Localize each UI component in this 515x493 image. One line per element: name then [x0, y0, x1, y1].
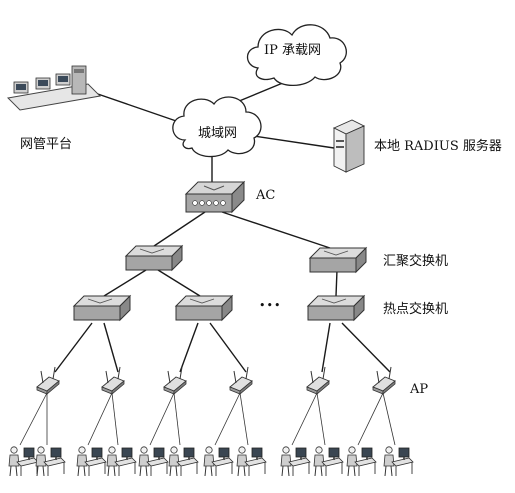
aggregation-switch-label: 汇聚交换机: [383, 254, 449, 269]
link-ac-agg1: [153, 211, 206, 247]
link-nms-metro: [91, 91, 183, 124]
access-point-2: [101, 366, 125, 395]
access-point-3: [163, 366, 187, 395]
hotspot-switch-3: [306, 294, 366, 322]
user-workstation-1: [8, 446, 39, 477]
access-point-1: [36, 366, 60, 395]
ac-label: AC: [256, 188, 276, 203]
user-workstation-5: [138, 446, 169, 477]
user-workstation-9: [280, 446, 311, 477]
users: [8, 446, 414, 477]
user-workstation-11: [346, 446, 377, 477]
radius-server: [332, 119, 366, 173]
aggregation-switch-1: [124, 244, 184, 272]
ip-network-label: IP 承载网: [264, 43, 322, 58]
hotspot-switch-1: [72, 294, 132, 322]
user-workstation-2: [35, 446, 66, 477]
metro-network-cloud: [172, 96, 262, 158]
user-workstation-10: [313, 446, 344, 477]
user-workstation-12: [383, 446, 414, 477]
user-workstation-7: [203, 446, 234, 477]
access-points: [36, 366, 396, 395]
access-point-6: [372, 366, 396, 395]
link-hot2-ap4: [209, 322, 247, 373]
ap-label: AP: [410, 382, 429, 397]
aggregation-switch-2: [308, 246, 368, 274]
user-workstation-8: [236, 446, 267, 477]
link-hot3-ap6: [341, 322, 391, 373]
link-hot2-ap3: [179, 322, 199, 373]
hotspot-switch-2: [174, 294, 234, 322]
link-hot1-ap1: [54, 322, 93, 373]
link-hot1-ap2: [103, 322, 119, 373]
switches: [72, 244, 368, 322]
user-workstation-6: [168, 446, 199, 477]
nms-computers: [6, 65, 102, 111]
link-ac-agg2: [221, 211, 331, 249]
link-hot3-ap5: [321, 322, 331, 373]
radius-label: 本地 RADIUS 服务器: [374, 139, 502, 154]
link-agg1-hot1: [103, 269, 147, 297]
links: [54, 79, 391, 373]
metro-network-label: 城域网: [198, 126, 238, 141]
wireless-links: [19, 392, 396, 446]
hotspot-switch-label: 热点交换机: [383, 302, 449, 317]
link-agg2-hot3: [335, 269, 338, 297]
ip-network-cloud: [246, 24, 347, 87]
link-agg1-hot2: [157, 269, 201, 297]
user-workstation-3: [76, 446, 107, 477]
nms-label: 网管平台: [20, 137, 73, 152]
ellipsis-label: •••: [259, 299, 282, 312]
access-point-4: [229, 366, 253, 395]
access-point-5: [306, 366, 330, 395]
ac-device: [184, 180, 246, 214]
user-workstation-4: [106, 446, 137, 477]
